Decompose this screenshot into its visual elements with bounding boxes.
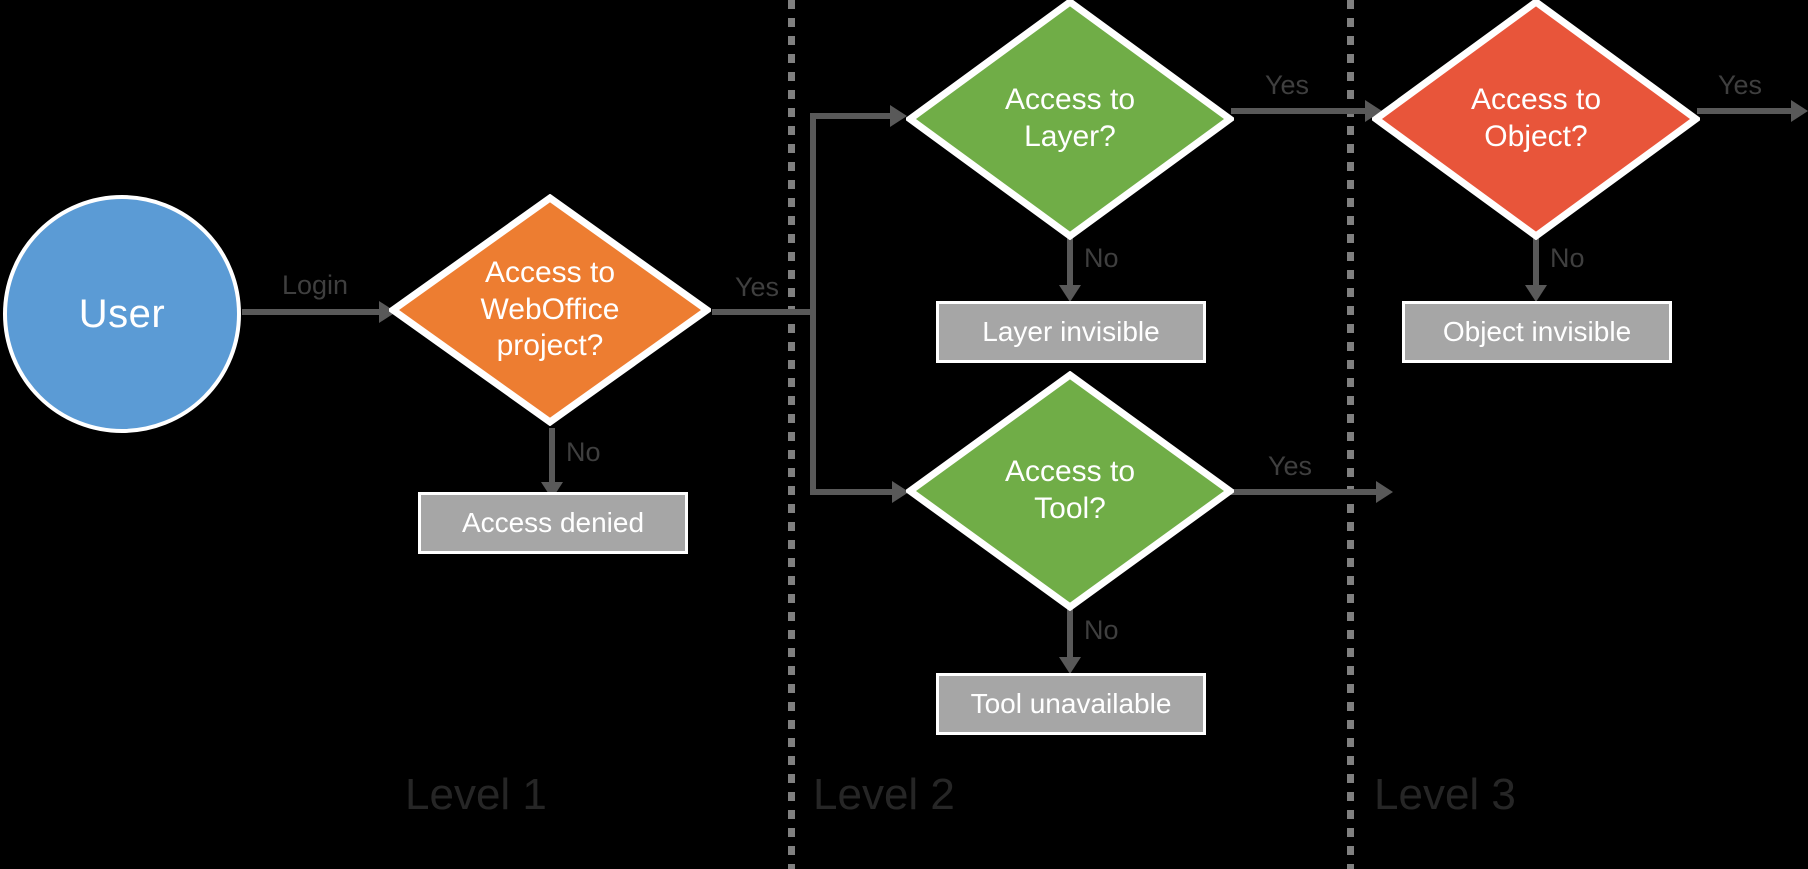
node-terminal-tool-unavailable[interactable]: Tool unavailable (936, 673, 1206, 735)
node-terminal-access-denied-label: Access denied (461, 507, 645, 538)
diamond-shape-object (1372, 0, 1700, 240)
edge-label-layer-no: No (1084, 243, 1119, 273)
edge-layer-yes-line (1231, 108, 1365, 114)
diamond-shape-weboffice (389, 194, 711, 426)
edge-weboffice-no-line (549, 428, 555, 486)
edge-object-no-line (1533, 232, 1539, 287)
edge-bus-to-tool-arrowhead (892, 481, 909, 503)
edge-bus-to-layer-line (810, 113, 890, 119)
node-terminal-object-invisible[interactable]: Object invisible (1402, 301, 1672, 363)
edge-label-weboffice-no: No (566, 437, 601, 467)
edge-layer-no-line (1067, 232, 1073, 287)
edge-login-arrowhead (379, 301, 396, 323)
edge-bus-to-tool-line (810, 489, 892, 495)
level-divider-1 (788, 0, 795, 869)
edge-label-tool-no: No (1084, 615, 1119, 645)
level-divider-2 (1347, 0, 1354, 869)
diamond-shape-tool (906, 371, 1234, 611)
edge-label-login: Login (282, 270, 349, 300)
node-user-label: User (78, 291, 166, 336)
edge-label-weboffice-yes: Yes (735, 272, 780, 302)
edge-layer-no-arrowhead (1059, 285, 1081, 302)
edge-branch-bus (810, 113, 816, 492)
edge-object-yes-arrowhead (1791, 100, 1808, 122)
edge-login-line (242, 309, 379, 315)
edge-tool-yes-line (1226, 489, 1376, 495)
edge-label-layer-yes: Yes (1265, 70, 1310, 100)
level-caption-2: Level 2 (813, 770, 955, 819)
node-terminal-access-denied[interactable]: Access denied (418, 492, 688, 554)
edge-tool-yes-arrowhead (1376, 481, 1393, 503)
edge-bus-to-layer-arrowhead (890, 105, 907, 127)
node-terminal-object-invisible-label: Object invisible (1442, 316, 1632, 347)
edge-object-no-arrowhead (1525, 285, 1547, 302)
edge-tool-no-arrowhead (1059, 657, 1081, 674)
level-caption-1: Level 1 (405, 770, 547, 819)
edge-weboffice-yes-line (712, 309, 816, 315)
edge-label-object-yes: Yes (1718, 70, 1763, 100)
edge-tool-no-line (1067, 604, 1073, 661)
level-caption-3: Level 3 (1374, 770, 1516, 819)
edge-label-object-no: No (1550, 243, 1585, 273)
diamond-shape-layer (906, 0, 1234, 240)
node-decision-layer[interactable]: Access to Layer? (906, 0, 1234, 240)
node-decision-object[interactable]: Access to Object? (1372, 0, 1700, 240)
edge-object-yes-line (1697, 108, 1791, 114)
node-user-start[interactable]: User (3, 195, 241, 433)
node-decision-tool[interactable]: Access to Tool? (906, 371, 1234, 611)
edge-label-tool-yes: Yes (1268, 451, 1313, 481)
node-terminal-layer-invisible-label: Layer invisible (982, 316, 1160, 347)
node-decision-weboffice[interactable]: Access to WebOffice project? (389, 194, 711, 426)
node-terminal-layer-invisible[interactable]: Layer invisible (936, 301, 1206, 363)
node-terminal-tool-unavailable-label: Tool unavailable (970, 688, 1172, 719)
